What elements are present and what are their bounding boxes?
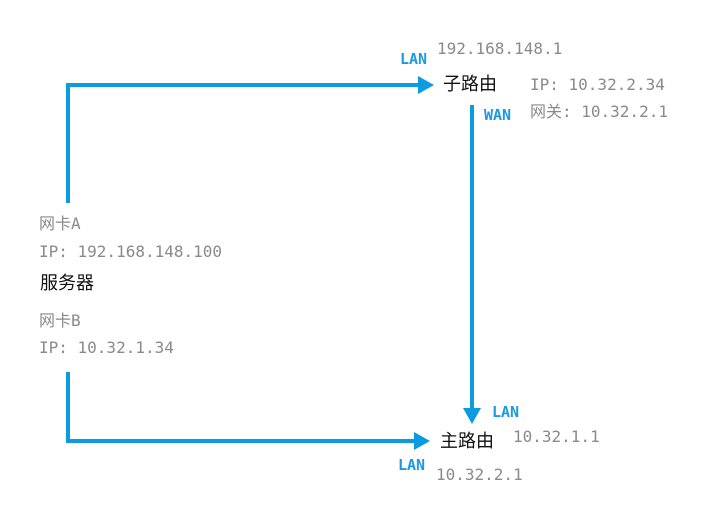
server-nic-b-label: 网卡B [39,311,81,330]
arrowhead-sub-router [418,76,434,94]
server-nic-a-label: 网卡A [39,214,81,233]
main-router-lan-top-ip: 10.32.1.1 [513,427,600,446]
main-router-lan-top-label: LAN [492,403,520,421]
server-nic-b-ip: IP: 10.32.1.34 [39,338,174,357]
sub-router-gateway: 网关: 10.32.2.1 [530,102,668,121]
main-router-name: 主路由 [440,431,494,452]
link-server-to-sub-router [66,83,420,203]
arrowhead-main-router-top [463,408,481,424]
server-nic-a-ip: IP: 192.168.148.100 [39,242,223,261]
arrowhead-main-router-left [414,432,430,450]
sub-router-name: 子路由 [443,74,497,95]
link-server-to-main-router [66,372,416,443]
sub-router-lan-label: LAN [400,50,428,68]
sub-router-wan-ip: IP: 10.32.2.34 [530,75,665,94]
sub-router-wan-label: WAN [484,106,512,124]
server-name: 服务器 [40,273,94,294]
main-router-lan-bottom-label: LAN [398,456,426,474]
sub-router-lan-ip: 192.168.148.1 [437,39,563,58]
main-router-lan-bottom-ip: 10.32.2.1 [436,465,523,484]
